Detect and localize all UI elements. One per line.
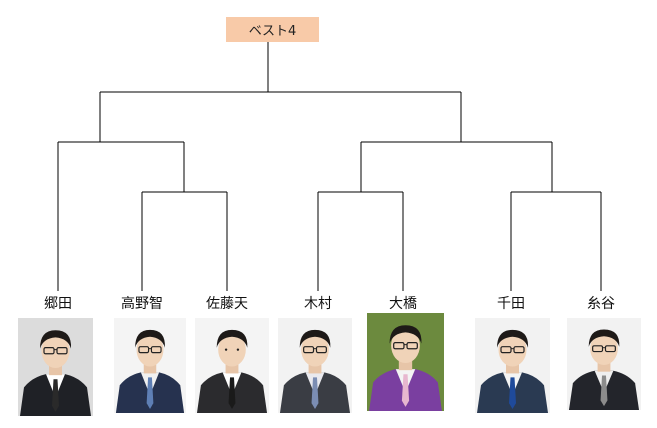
player-name: 佐藤天 (206, 296, 248, 312)
player-name: 郷田 (44, 296, 72, 312)
player-photo (367, 313, 444, 411)
player-photo (114, 318, 186, 413)
player-photo (278, 318, 352, 413)
player-name: 大橋 (389, 296, 417, 312)
player-photo (475, 318, 550, 413)
player-name: 糸谷 (587, 296, 615, 312)
player-name: 高野智 (121, 296, 163, 312)
player-name: 千田 (497, 296, 525, 312)
player-photo (18, 318, 93, 416)
player-photo (195, 318, 269, 413)
stage-title: ベスト4 (226, 17, 319, 42)
player-photo (567, 318, 641, 410)
player-name: 木村 (304, 296, 332, 312)
